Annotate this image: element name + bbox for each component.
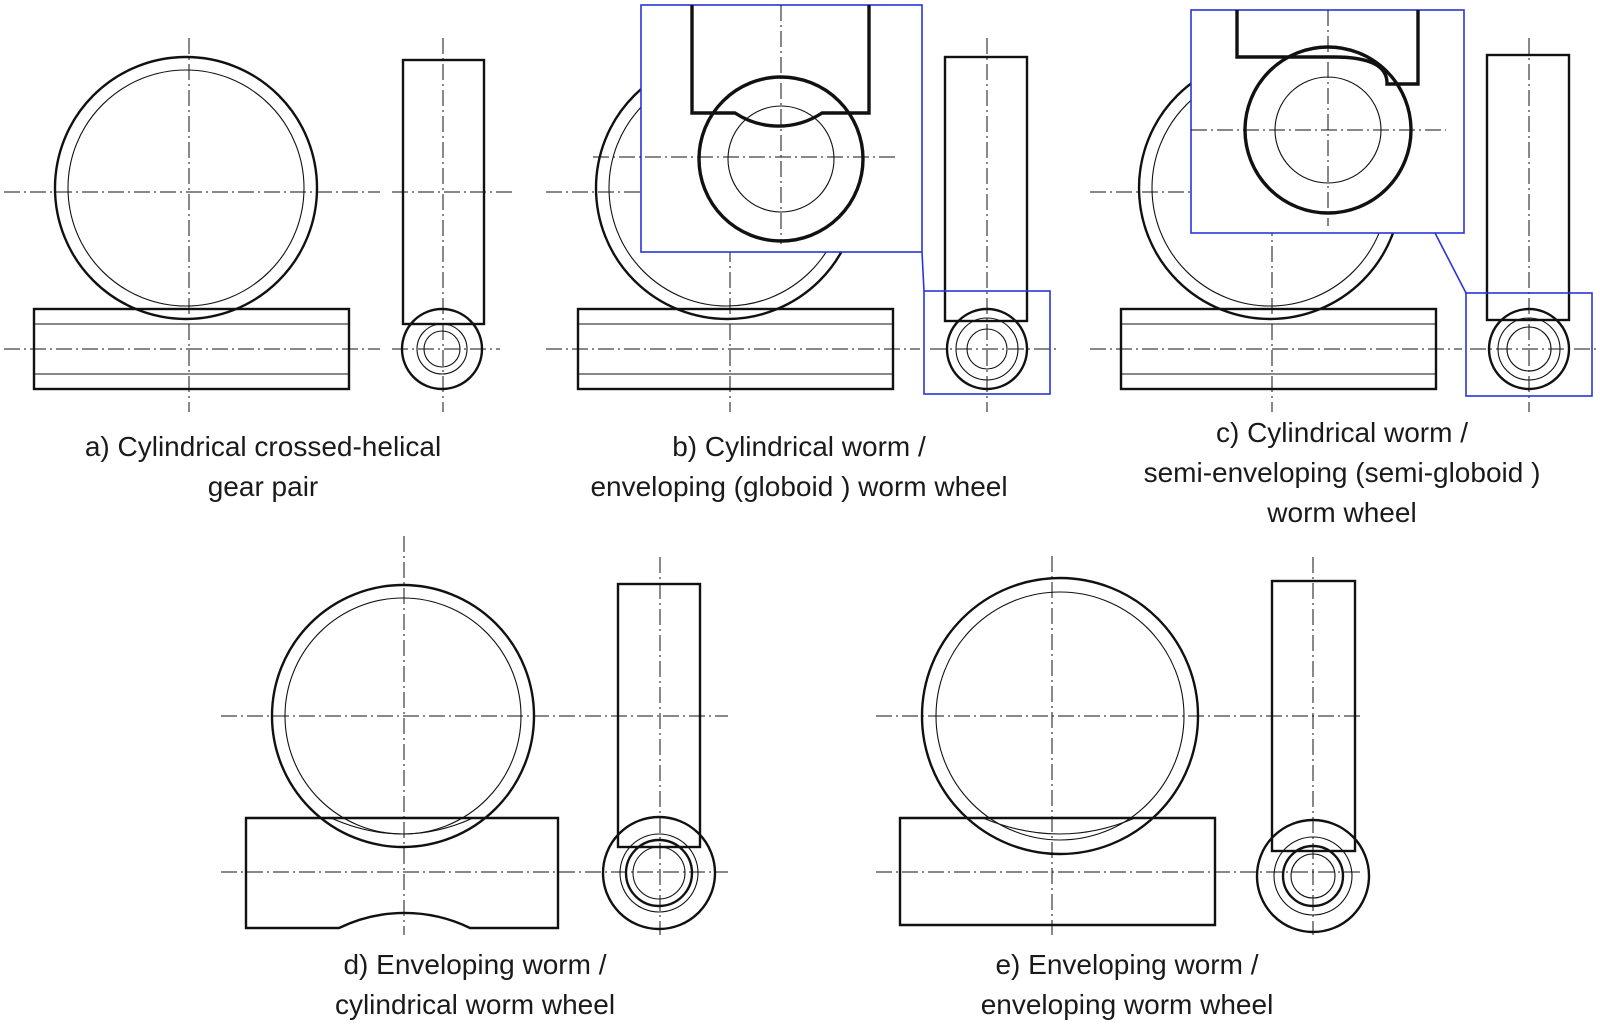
panel-c-caption-line-2: semi-enveloping (semi-globoid )	[1143, 457, 1541, 488]
panel-c-caption-line-1: c) Cylindrical worm /	[1215, 417, 1469, 448]
panel-a-wheel-outer-circle	[53, 55, 319, 321]
panel-d-worm-end-circle	[601, 815, 717, 931]
panel-e-caption: e) Enveloping worm / enveloping worm whe…	[872, 945, 1382, 1025]
panel-e-caption-line-2: enveloping worm wheel	[980, 989, 1274, 1020]
panel-c-wheel-side-body	[1485, 53, 1571, 322]
panel-b-caption-line-1: b) Cylindrical worm /	[672, 431, 926, 462]
panel-c-caption: c) Cylindrical worm / semi-enveloping (s…	[1102, 413, 1582, 533]
panel-e-side-view	[1255, 557, 1371, 935]
panel-c-zoom-inset	[1190, 9, 1593, 397]
panel-b-zoom-inset	[593, 4, 1051, 395]
panel-a-front-view	[4, 38, 380, 412]
panel-e-front-view	[876, 556, 1364, 935]
panel-b-zoom-source-box	[923, 290, 1051, 395]
panel-a-caption-line-1: a) Cylindrical crossed-helical	[84, 431, 442, 462]
panel-a-wheel-inner-circle	[67, 69, 305, 307]
panel-a-drawing	[4, 38, 512, 412]
panel-b-side-view	[930, 38, 1060, 412]
panel-e-enveloping-worm-body	[898, 816, 1217, 927]
panel-d-caption-line-2: cylindrical worm wheel	[334, 989, 616, 1020]
panel-e-caption-line-1: e) Enveloping worm /	[995, 949, 1259, 980]
panel-d-enveloping-worm-body	[244, 816, 560, 930]
panel-a-caption-line-2: gear pair	[207, 471, 319, 502]
panel-d-caption: d) Enveloping worm / cylindrical worm wh…	[220, 945, 730, 1025]
panel-a-side-view	[392, 38, 512, 412]
panel-d-front-view	[221, 536, 728, 935]
panel-c-drawing	[1090, 9, 1596, 412]
panel-e-drawing	[876, 556, 1371, 935]
panel-b-caption-line-2: enveloping (globoid ) worm wheel	[590, 471, 1008, 502]
panel-d-side-view	[601, 557, 717, 935]
panel-a-caption: a) Cylindrical crossed-helical gear pair	[24, 427, 502, 507]
panel-b-drawing	[546, 4, 1060, 412]
panel-c-side-view	[1470, 38, 1596, 412]
panel-c-caption-line-3: worm wheel	[1267, 497, 1417, 528]
panel-d-caption-line-1: d) Enveloping worm /	[343, 949, 607, 980]
panel-b-caption: b) Cylindrical worm / enveloping (globoi…	[560, 427, 1038, 507]
panel-d-drawing	[221, 536, 728, 935]
panel-c-zoom-source-box	[1465, 292, 1593, 397]
panel-b-wheel-side-body	[943, 55, 1029, 323]
